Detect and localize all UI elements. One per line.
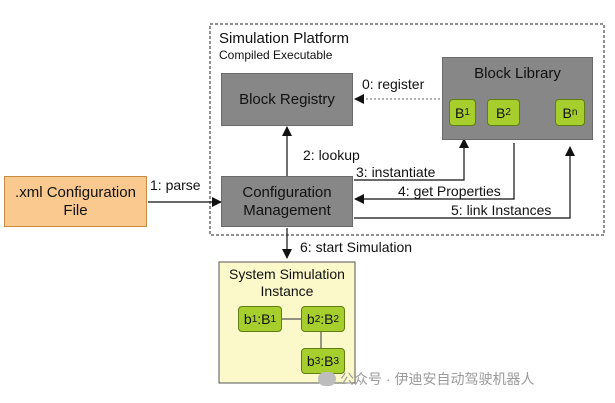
configuration-management: Configuration Management: [221, 176, 353, 227]
arrow-get-properties: [354, 143, 515, 204]
chip-sub: 2: [505, 107, 511, 118]
chip-b: B: [324, 353, 334, 369]
chip-base: B: [455, 104, 465, 121]
chip-a-sub: 3: [314, 355, 321, 367]
xml-line1: .xml Configuration: [15, 183, 136, 201]
chip-base: B: [562, 104, 572, 121]
wechat-icon: [318, 372, 336, 386]
chip-a: b: [243, 311, 252, 327]
platform-title: Simulation Platform: [219, 30, 350, 47]
watermark-text: 公众号 · 伊迪安自动驾驶机器人: [340, 371, 535, 387]
chip-b: B: [261, 311, 271, 327]
instance-title-line2: Instance: [260, 283, 314, 299]
watermark: 公众号 · 伊迪安自动驾驶机器人: [318, 369, 534, 389]
chip-b-sub: 2: [333, 313, 340, 325]
block-library: Block Library: [442, 57, 593, 140]
chip-sub: n: [571, 107, 578, 118]
platform-frame: [209, 23, 605, 236]
xml-configuration-file: .xml Configuration File: [4, 176, 147, 227]
step-lookup-label: 2: lookup: [303, 147, 360, 163]
step-instantiate-label: 3: instantiate: [356, 164, 436, 180]
config-mgmt-line1: Configuration: [242, 183, 332, 201]
step-parse-label: 1: parse: [150, 177, 201, 193]
chip-b-sub: 3: [333, 355, 340, 367]
platform-subtitle: Compiled Executable: [219, 48, 333, 62]
block-library-label: Block Library: [474, 65, 561, 82]
instance-title-line1: System Simulation: [229, 266, 345, 282]
chip-sub: 1: [464, 107, 470, 118]
chip-b: B: [324, 311, 334, 327]
chip-a-sub: 2: [314, 313, 321, 325]
chip-base: B: [496, 104, 506, 121]
step-start-simulation-label: 6: start Simulation: [300, 239, 413, 255]
step-register-label: 0: register: [362, 76, 425, 92]
block-registry: Block Registry: [221, 73, 353, 126]
step-link-instances-label: 5: link Instances: [451, 202, 552, 218]
chip-a-sub: 1: [251, 313, 258, 325]
chip-a: b: [306, 353, 315, 369]
step-get-properties-label: 4: get Properties: [398, 183, 501, 199]
xml-line2: File: [63, 201, 88, 219]
arrow-instantiate: [354, 138, 469, 181]
arrow-link-instances: [354, 146, 575, 219]
instance-title: System Simulation Instance: [219, 266, 355, 300]
chip-b-sub: 1: [270, 313, 277, 325]
chip-a: b: [306, 311, 315, 327]
config-mgmt-line2: Management: [243, 201, 331, 219]
block-registry-label: Block Registry: [239, 91, 335, 108]
